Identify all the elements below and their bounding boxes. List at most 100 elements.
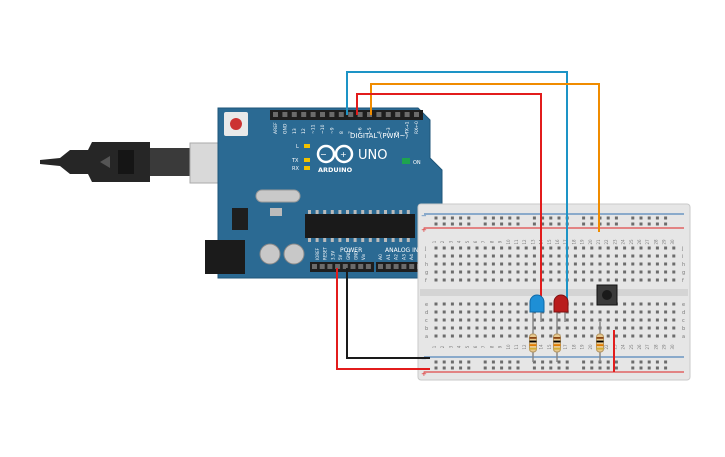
rail-hole[interactable] (549, 216, 553, 220)
breadboard-hole[interactable] (541, 246, 545, 250)
breadboard-hole[interactable] (664, 334, 668, 338)
rail-hole[interactable] (483, 222, 487, 226)
breadboard-hole[interactable] (500, 270, 504, 274)
breadboard-hole[interactable] (631, 334, 635, 338)
breadboard-hole[interactable] (598, 262, 602, 266)
breadboard-hole[interactable] (467, 270, 471, 274)
breadboard-hole[interactable] (467, 278, 471, 282)
breadboard-hole[interactable] (459, 254, 463, 258)
rail-hole[interactable] (655, 222, 659, 226)
breadboard-hole[interactable] (623, 334, 627, 338)
breadboard-hole[interactable] (606, 326, 610, 330)
breadboard-hole[interactable] (590, 326, 594, 330)
breadboard-hole[interactable] (557, 246, 561, 250)
breadboard-hole[interactable] (582, 326, 586, 330)
breadboard-hole[interactable] (664, 326, 668, 330)
breadboard-hole[interactable] (614, 326, 618, 330)
breadboard-hole[interactable] (549, 270, 553, 274)
rail-hole[interactable] (614, 216, 618, 220)
breadboard-hole[interactable] (606, 262, 610, 266)
breadboard-hole[interactable] (524, 254, 528, 258)
breadboard-hole[interactable] (532, 278, 536, 282)
breadboard-hole[interactable] (508, 254, 512, 258)
breadboard-hole[interactable] (590, 254, 594, 258)
breadboard-hole[interactable] (442, 318, 446, 322)
breadboard-hole[interactable] (655, 326, 659, 330)
breadboard-hole[interactable] (573, 254, 577, 258)
rail-hole[interactable] (532, 216, 536, 220)
rail-hole[interactable] (508, 222, 512, 226)
rail-hole[interactable] (483, 366, 487, 370)
rail-hole[interactable] (541, 360, 545, 364)
breadboard-hole[interactable] (598, 318, 602, 322)
breadboard-hole[interactable] (557, 326, 561, 330)
breadboard-hole[interactable] (475, 310, 479, 314)
power-jack[interactable] (205, 240, 245, 274)
rail-hole[interactable] (459, 222, 463, 226)
rail-hole[interactable] (491, 222, 495, 226)
breadboard-hole[interactable] (639, 318, 643, 322)
breadboard-hole[interactable] (467, 302, 471, 306)
breadboard-hole[interactable] (590, 310, 594, 314)
breadboard-hole[interactable] (491, 278, 495, 282)
digital-pin-7[interactable] (338, 112, 344, 117)
breadboard-hole[interactable] (467, 310, 471, 314)
breadboard-hole[interactable] (655, 254, 659, 258)
rail-hole[interactable] (639, 366, 643, 370)
rail-hole[interactable] (590, 222, 594, 226)
breadboard-hole[interactable] (623, 302, 627, 306)
breadboard-hole[interactable] (582, 310, 586, 314)
breadboard-hole[interactable] (598, 310, 602, 314)
rail-hole[interactable] (549, 360, 553, 364)
breadboard-hole[interactable] (573, 326, 577, 330)
breadboard-hole[interactable] (565, 326, 569, 330)
rail-hole[interactable] (631, 222, 635, 226)
breadboard-hole[interactable] (655, 302, 659, 306)
breadboard-hole[interactable] (672, 318, 676, 322)
rail-hole[interactable] (639, 222, 643, 226)
breadboard-hole[interactable] (524, 262, 528, 266)
breadboard-hole[interactable] (516, 334, 520, 338)
breadboard-hole[interactable] (516, 262, 520, 266)
breadboard-hole[interactable] (623, 270, 627, 274)
breadboard-hole[interactable] (606, 278, 610, 282)
breadboard-hole[interactable] (582, 334, 586, 338)
wire-black-gnd[interactable] (346, 268, 430, 359)
rail-hole[interactable] (434, 360, 438, 364)
rail-hole[interactable] (467, 360, 471, 364)
breadboard-hole[interactable] (532, 326, 536, 330)
breadboard-hole[interactable] (516, 246, 520, 250)
breadboard-hole[interactable] (647, 310, 651, 314)
power-pin[interactable] (319, 264, 325, 269)
analog-pin[interactable] (401, 264, 407, 269)
breadboard-hole[interactable] (500, 246, 504, 250)
resistor-3[interactable] (596, 322, 604, 362)
rail-hole[interactable] (500, 360, 504, 364)
breadboard-hole[interactable] (541, 334, 545, 338)
breadboard-hole[interactable] (532, 318, 536, 322)
breadboard-hole[interactable] (573, 334, 577, 338)
breadboard-hole[interactable] (672, 262, 676, 266)
rail-hole[interactable] (606, 366, 610, 370)
rail-hole[interactable] (508, 360, 512, 364)
rail-hole[interactable] (647, 216, 651, 220)
rail-hole[interactable] (508, 216, 512, 220)
digital-pin-3[interactable] (301, 112, 307, 117)
rail-hole[interactable] (541, 222, 545, 226)
rail-hole[interactable] (459, 216, 463, 220)
breadboard-hole[interactable] (647, 270, 651, 274)
breadboard-hole[interactable] (631, 326, 635, 330)
breadboard-hole[interactable] (672, 326, 676, 330)
breadboard-hole[interactable] (450, 326, 454, 330)
breadboard-hole[interactable] (606, 310, 610, 314)
breadboard-hole[interactable] (467, 262, 471, 266)
power-pin[interactable] (312, 264, 317, 269)
breadboard-hole[interactable] (672, 334, 676, 338)
breadboard-hole[interactable] (516, 254, 520, 258)
analog-pin[interactable] (378, 264, 383, 269)
analog-pin[interactable] (409, 264, 415, 269)
rail-hole[interactable] (508, 366, 512, 370)
breadboard-hole[interactable] (491, 262, 495, 266)
breadboard-hole[interactable] (549, 326, 553, 330)
breadboard-hole[interactable] (631, 310, 635, 314)
